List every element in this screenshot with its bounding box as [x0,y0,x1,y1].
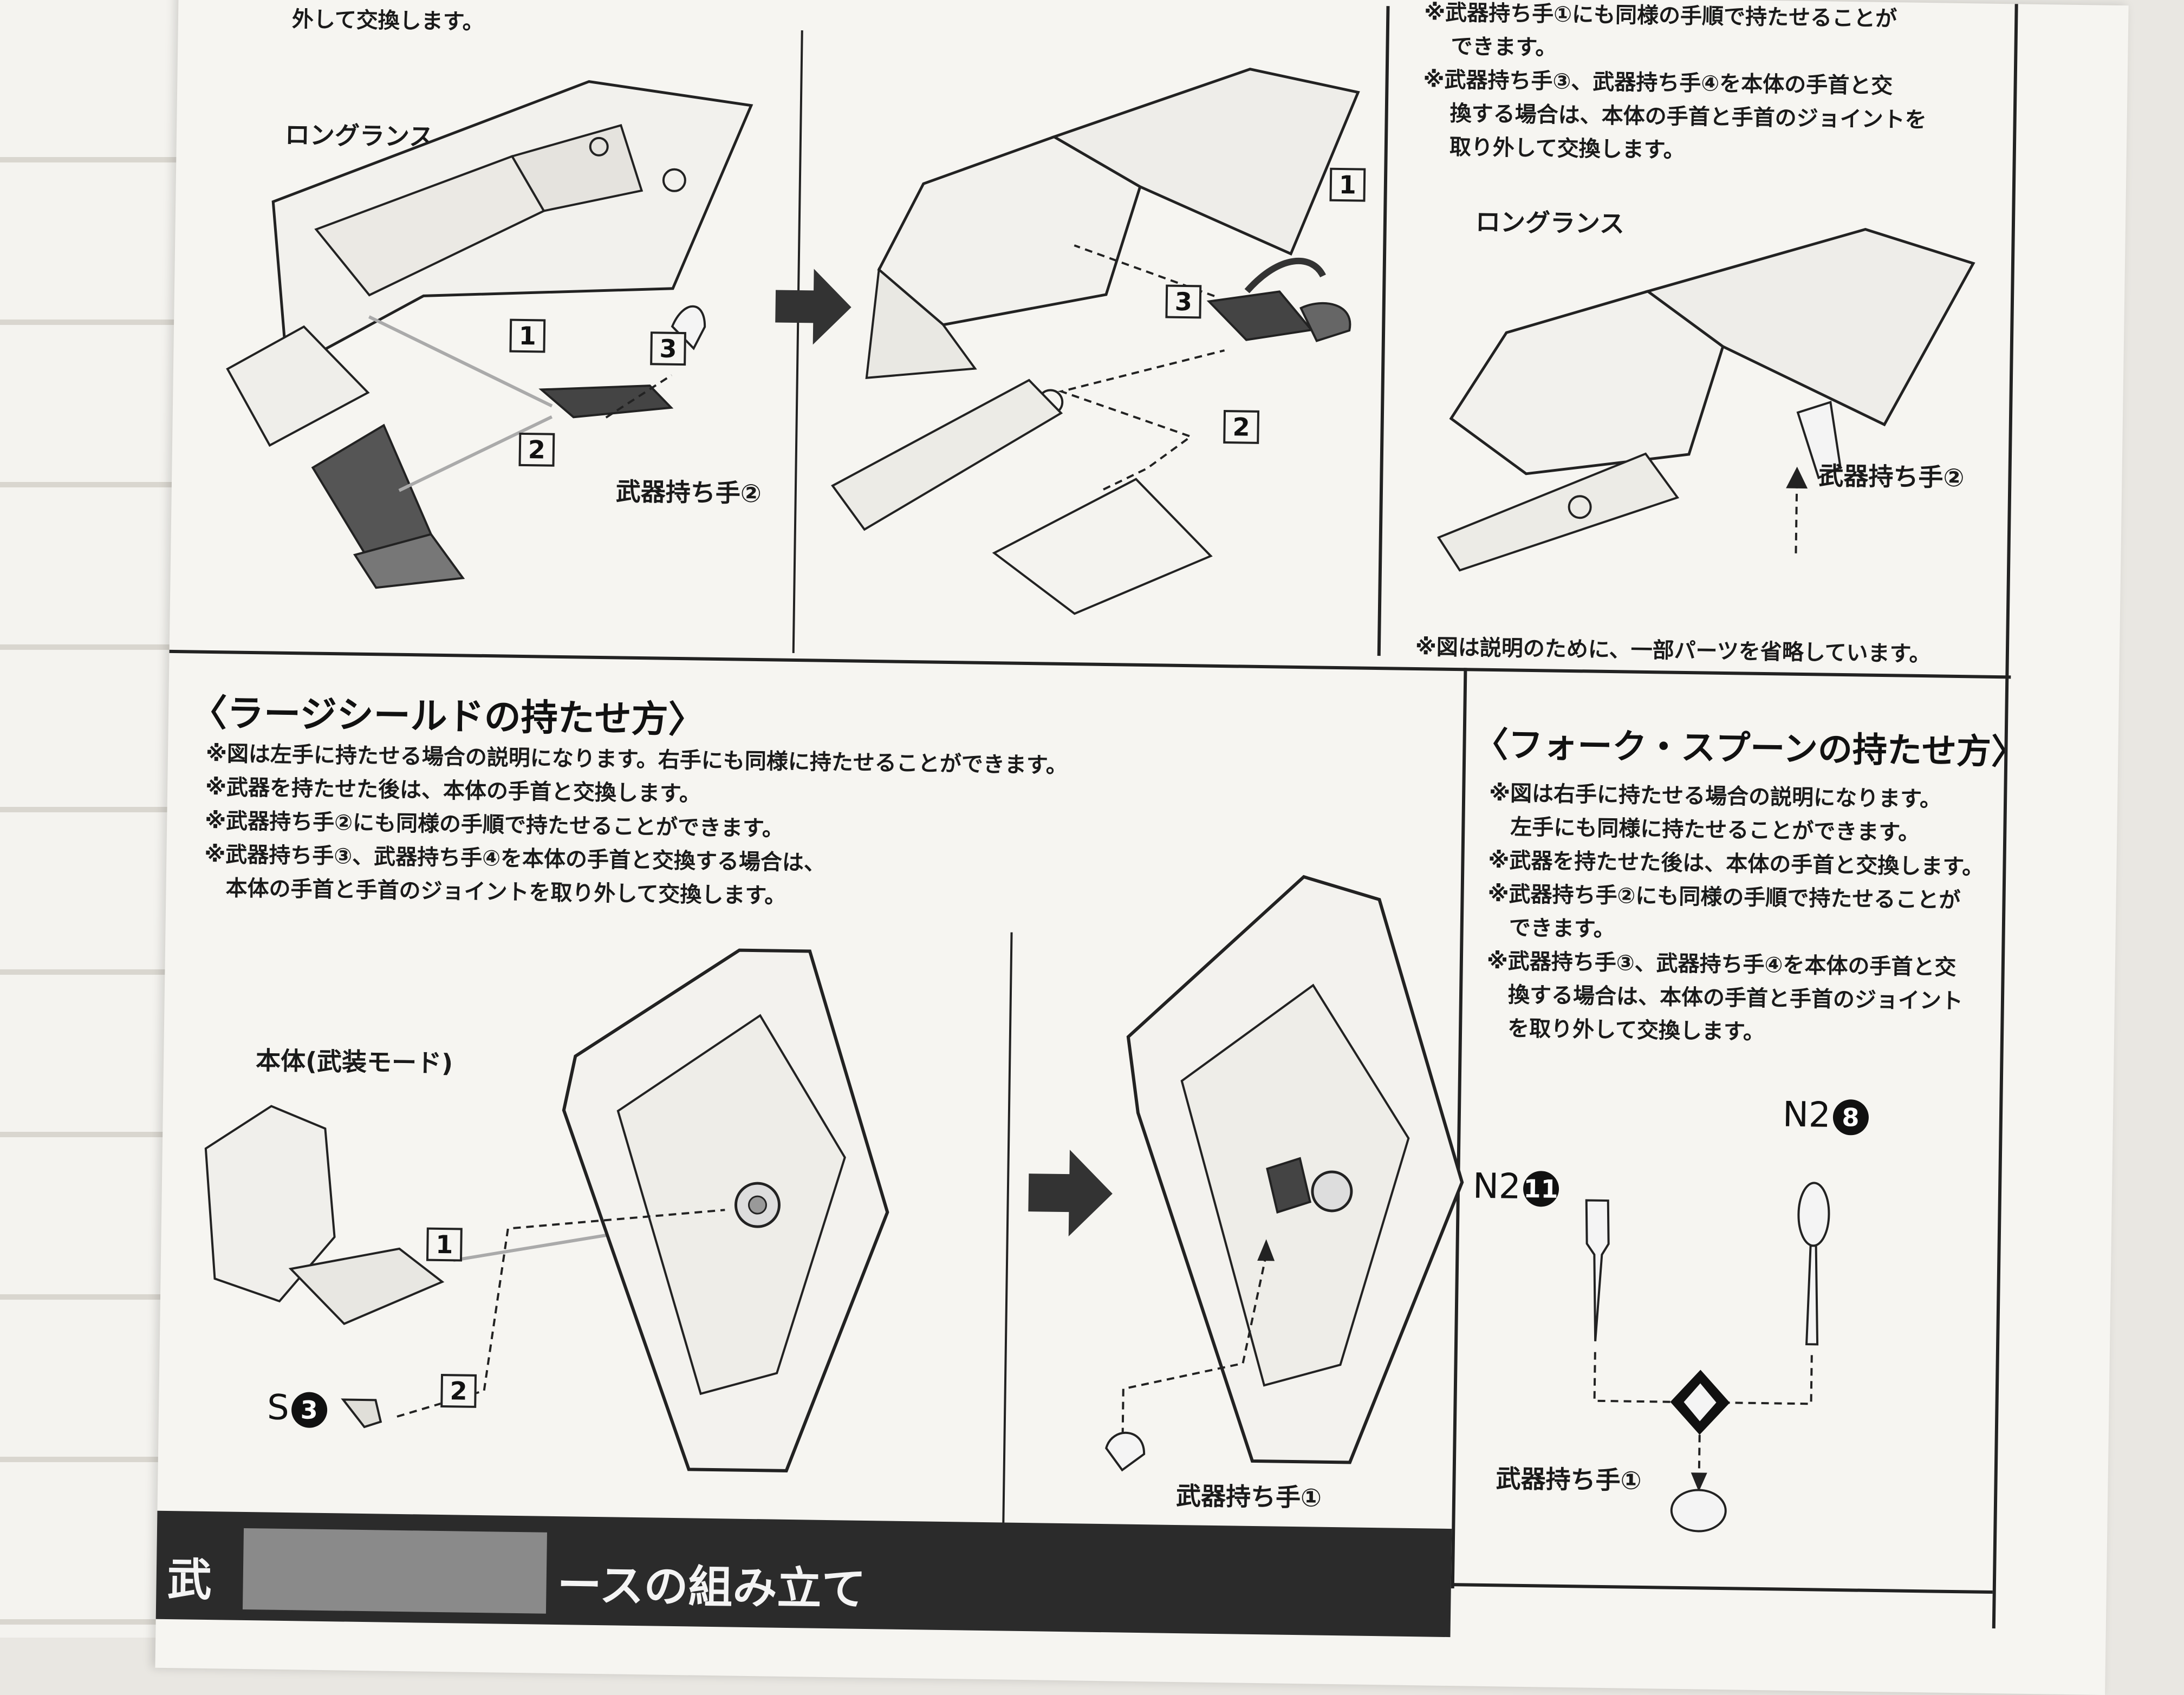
shield-section-title: 〈ラージシールドの持たせ方〉 [190,692,706,742]
fork-notes: ※図は右手に持たせる場合の説明になります。 左手にも同様に持たせることができます… [1486,777,1985,1052]
note-line: を取り外して交換します。 [1507,1016,1765,1045]
step-2-shield: 2 [440,1374,477,1408]
shield-illustration-left [204,948,889,1472]
lance-illustration-right [1436,227,1975,572]
lance-illustration-middle [831,68,1360,615]
footnote: ※図は説明のために、一部パーツを省略しています。 [1415,634,1931,667]
part-code-letter: S [266,1387,290,1429]
fork-spoon-illustration [1585,1182,1830,1533]
fork-section-title: 〈フォーク・スプーンの持たせ方〉 [1473,725,2026,773]
part-code-number: 3 [291,1392,328,1429]
band-text-right: ースの組み立て [556,1560,867,1615]
step-1-shield: 1 [426,1227,463,1262]
label-hand2-right: 武器持ち手② [1818,461,1965,493]
big-arrow-bottom [1028,1150,1113,1237]
fork-icon [1585,1199,1610,1341]
step-3-middle: 3 [1165,284,1202,319]
lance-illustration-left [226,80,753,589]
fork-code-letter: N2 [1472,1166,1522,1207]
label-hand1-fork: 武器持ち手① [1496,1464,1642,1495]
shield-notes: ※図は左手に持たせる場合の説明になります。右手にも同様に持たせることができます。… [204,737,1068,917]
step-2-left: 2 [518,432,555,467]
spoon-code-letter: N2 [1782,1094,1831,1136]
big-arrow-top [775,269,851,345]
spoon-code-number: 8 [1832,1099,1869,1136]
step-2-middle: 2 [1223,410,1260,444]
shield-illustration-right [1105,875,1464,1472]
top-right-notes: ※武器持ち手①にも同様の手順で持たせることが できます。 ※武器持ち手③、武器持… [1422,0,1928,171]
label-hand2-left: 武器持ち手② [615,477,762,508]
divider-top-2 [1377,6,1390,656]
spoon-icon [1797,1182,1830,1247]
bottom-frame-line [1451,1583,1993,1594]
step-3-left: 3 [650,331,686,366]
step-1-middle: 1 [1329,167,1366,202]
cut-text: 外して交換します。 [291,6,485,35]
instruction-page: 外して交換します。 ロングランス 1 2 3 武器持ち手② [155,0,2129,1695]
band-shade-block [242,1528,547,1614]
step-1-left: 1 [509,318,546,353]
band-text-left: 武 [167,1554,212,1607]
note-line: 取り外して交換します。 [1449,134,1685,163]
label-hand1-shield: 武器持ち手① [1175,1481,1322,1513]
